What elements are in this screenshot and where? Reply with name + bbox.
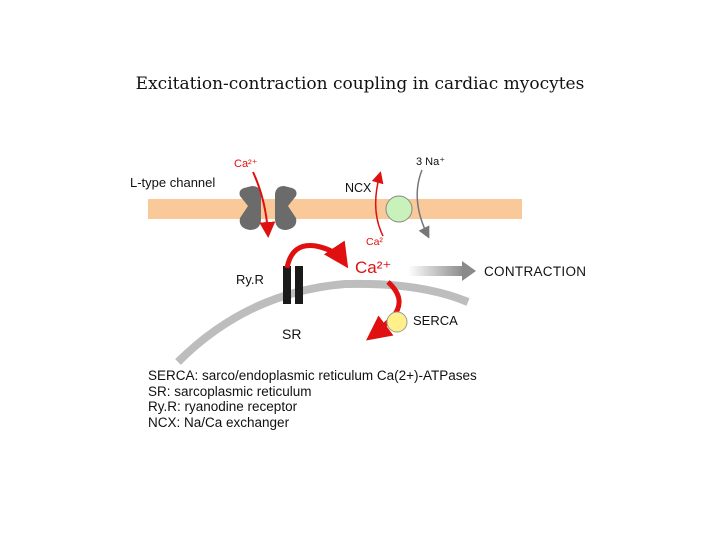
ca-efflux-arrow [371, 171, 384, 237]
l-type-channel-label: L-type channel [130, 175, 216, 190]
ca-release-arrow [284, 240, 349, 269]
contraction-label: CONTRACTION [484, 264, 587, 279]
contraction-arrow-icon [408, 261, 476, 281]
serca-label: SERCA [413, 313, 458, 328]
sr-label: SR [282, 326, 302, 342]
legend-item-ncx: NCX: Na/Ca exchanger [148, 414, 290, 430]
cell-membrane [148, 199, 522, 219]
legend-item-sr: SR: sarcoplasmic reticulum [148, 383, 312, 399]
l-type-channel-icon [239, 186, 297, 230]
sr-membrane [175, 279, 470, 365]
ca-influx-arrow [252, 171, 276, 238]
ryanodine-receptor-icon [283, 266, 303, 304]
ncx-exchanger-icon [385, 195, 413, 223]
na-influx-arrow [416, 169, 430, 239]
diagram-title: Excitation-contraction coupling in cardi… [135, 74, 585, 94]
ca-influx-label: Ca²⁺ [234, 158, 258, 170]
serca-pump-icon [386, 311, 408, 333]
ncx-label: NCX [345, 181, 372, 195]
ryr-label: Ry.R [236, 272, 264, 287]
legend-item-ryr: Ry.R: ryanodine receptor [148, 399, 298, 414]
ca-cytosol-label: Ca²⁺ [355, 258, 392, 277]
ca-ncx-label: Ca² [366, 236, 383, 248]
legend-item-serca: SERCA: sarco/endoplasmic reticulum Ca(2+… [148, 368, 477, 383]
legend: SERCA: sarco/endoplasmic reticulum Ca(2+… [148, 368, 477, 430]
na-label: 3 Na⁺ [416, 156, 446, 168]
